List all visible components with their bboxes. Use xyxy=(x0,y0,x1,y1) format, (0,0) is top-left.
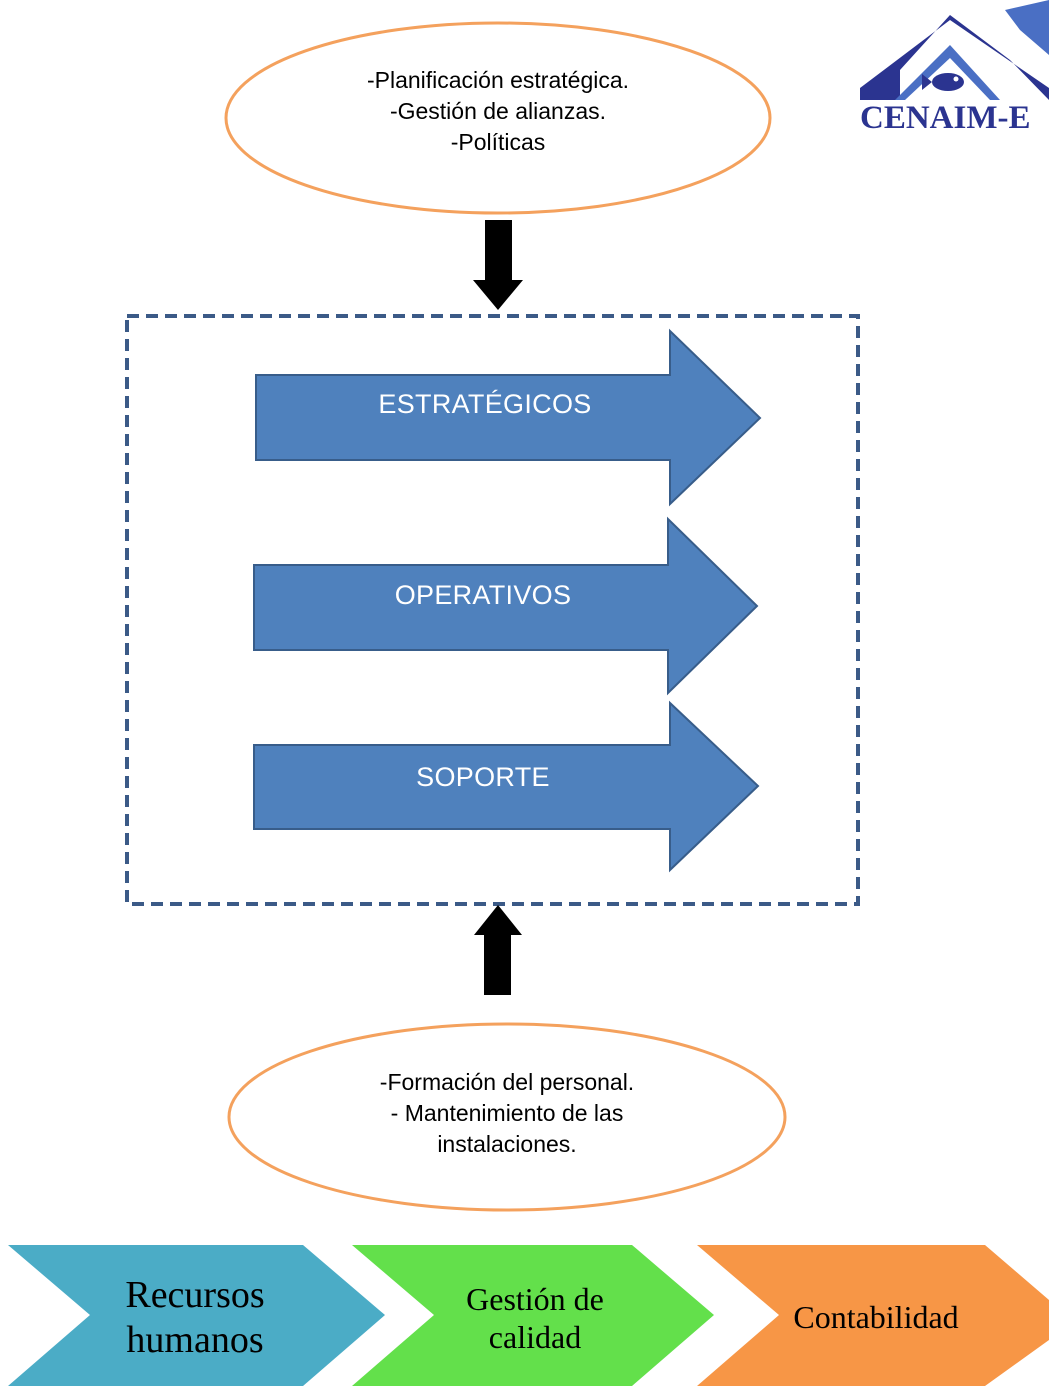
bottom-ellipse-line: instalaciones. xyxy=(437,1131,577,1157)
bottom-ellipse xyxy=(227,1022,787,1212)
process-arrow-soporte xyxy=(253,700,760,873)
top-ellipse-line: -Gestión de alianzas. xyxy=(389,98,607,124)
top-ellipse xyxy=(224,21,772,215)
top-ellipse-line: -Planificación estratégica. xyxy=(366,67,630,93)
chevron-label-line: humanos xyxy=(126,1319,264,1361)
logo-text: CENAIM-E xyxy=(860,100,1031,136)
chevron-label-line: Gestión de xyxy=(466,1281,604,1317)
bottom-ellipse-line: -Formación del personal. xyxy=(379,1069,635,1095)
down-arrow xyxy=(473,220,523,310)
chevron-contabilidad xyxy=(697,1245,1049,1386)
chevron-label-recursos-humanos: Recursos humanos xyxy=(95,1273,295,1363)
chevron-label-line: Recursos xyxy=(125,1274,265,1316)
process-arrow-operativos xyxy=(253,516,759,696)
top-ellipse-line: -Políticas xyxy=(450,129,546,155)
bottom-ellipse-text: -Formación del personal. - Mantenimiento… xyxy=(287,1067,727,1160)
process-container xyxy=(125,314,860,906)
chevron-label-line: Contabilidad xyxy=(793,1299,959,1335)
arrow-label-operativos: OPERATIVOS xyxy=(394,580,572,610)
bottom-ellipse-line: - Mantenimiento de las xyxy=(390,1100,624,1126)
cenaim-logo xyxy=(860,0,1049,100)
arrow-label-estrategicos: ESTRATÉGICOS xyxy=(378,389,592,419)
process-arrow-estrategicos xyxy=(255,328,762,507)
chevron-label-gestion-calidad: Gestión de calidad xyxy=(430,1280,640,1356)
top-ellipse-text: -Planificación estratégica. -Gestión de … xyxy=(278,65,718,158)
arrow-label-soporte: SOPORTE xyxy=(416,762,550,792)
chevron-gestion-calidad xyxy=(352,1245,714,1386)
chevron-label-contabilidad: Contabilidad xyxy=(765,1298,987,1336)
chevron-label-line: calidad xyxy=(488,1319,582,1355)
chevron-recursos-humanos xyxy=(8,1245,385,1386)
up-arrow xyxy=(474,905,522,995)
